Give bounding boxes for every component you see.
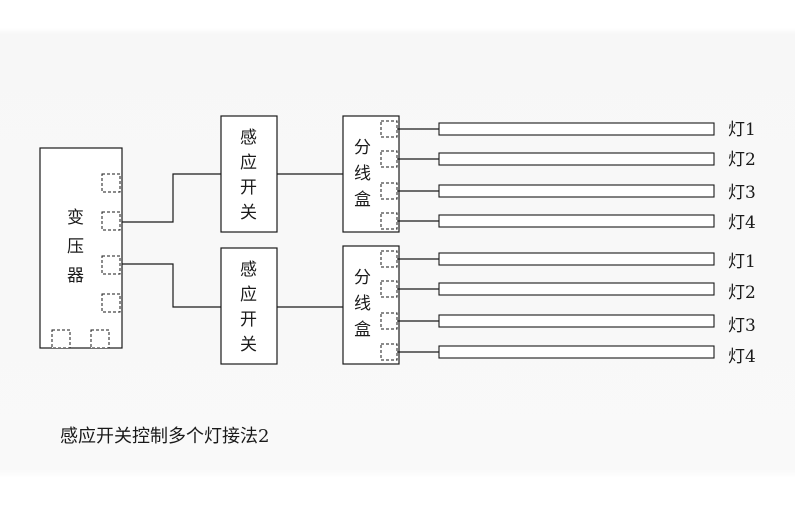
sensor-switch-box bbox=[220, 247, 278, 365]
lamp-label: 灯3 bbox=[728, 183, 756, 203]
transformer-output-port bbox=[101, 211, 121, 231]
lamp-label: 灯1 bbox=[728, 120, 756, 140]
junction-output-port bbox=[380, 280, 398, 298]
junction-box-label-char: 盒 bbox=[354, 190, 371, 210]
circuit-group-2: 感 应 开 关 分 线 盒 灯1 灯2 灯3 灯4 bbox=[220, 245, 756, 367]
lamp-label: 灯2 bbox=[728, 283, 756, 303]
junction-box-label-char: 线 bbox=[354, 294, 371, 314]
wire-transformer-to-switch-1 bbox=[122, 173, 221, 223]
transformer-label-char: 变 bbox=[67, 208, 84, 228]
lamp-tube bbox=[438, 122, 715, 136]
junction-output-port bbox=[380, 150, 398, 168]
lamp-tube bbox=[438, 282, 715, 296]
junction-box-label-char: 分 bbox=[354, 138, 371, 158]
junction-box-label-char: 线 bbox=[354, 164, 371, 184]
transformer-output-port bbox=[101, 255, 121, 275]
junction-output-port bbox=[380, 212, 398, 230]
diagram-caption: 感应开关控制多个灯接法2 bbox=[60, 426, 269, 447]
transformer-bottom-port bbox=[90, 329, 110, 349]
sensor-switch-label-char: 感 bbox=[240, 128, 257, 148]
transformer-label-char: 压 bbox=[67, 237, 84, 257]
lamp-label: 灯4 bbox=[728, 347, 756, 367]
transformer-label-char: 器 bbox=[67, 266, 84, 286]
lamp-tube bbox=[438, 184, 715, 198]
lamp-tube bbox=[438, 214, 715, 228]
sensor-switch-label-char: 开 bbox=[240, 178, 257, 198]
junction-output-port bbox=[380, 312, 398, 330]
sensor-switch-label-char: 应 bbox=[240, 285, 257, 305]
transformer: 变 压 器 bbox=[39, 147, 123, 349]
sensor-switch-label-char: 关 bbox=[240, 203, 257, 223]
lamp-tube bbox=[438, 314, 715, 328]
lamp-tube bbox=[438, 252, 715, 266]
junction-output-port bbox=[380, 120, 398, 138]
junction-output-port bbox=[380, 343, 398, 361]
lamp-label: 灯3 bbox=[728, 316, 756, 336]
circuit-group-1: 感 应 开 关 分 线 盒 灯1 灯2 灯3 灯4 bbox=[220, 115, 756, 233]
lamp-label: 灯4 bbox=[728, 213, 756, 233]
lamp-tube bbox=[438, 152, 715, 166]
sensor-switch-label-char: 应 bbox=[240, 153, 257, 173]
transformer-bottom-port bbox=[51, 329, 71, 349]
junction-box-label-char: 盒 bbox=[354, 320, 371, 340]
junction-output-port bbox=[380, 250, 398, 268]
lamp-label: 灯2 bbox=[728, 150, 756, 170]
lamp-label: 灯1 bbox=[728, 252, 756, 272]
junction-output-port bbox=[380, 182, 398, 200]
sensor-switch-label-char: 关 bbox=[240, 335, 257, 355]
wire-transformer-to-switch-2 bbox=[122, 263, 221, 308]
junction-box-label-char: 分 bbox=[354, 268, 371, 288]
sensor-switch-label-char: 开 bbox=[240, 310, 257, 330]
transformer-output-port bbox=[101, 173, 121, 193]
transformer-output-port bbox=[101, 293, 121, 313]
lamp-tube bbox=[438, 345, 715, 359]
sensor-switch-label-char: 感 bbox=[240, 260, 257, 280]
sensor-switch-box bbox=[220, 115, 278, 233]
